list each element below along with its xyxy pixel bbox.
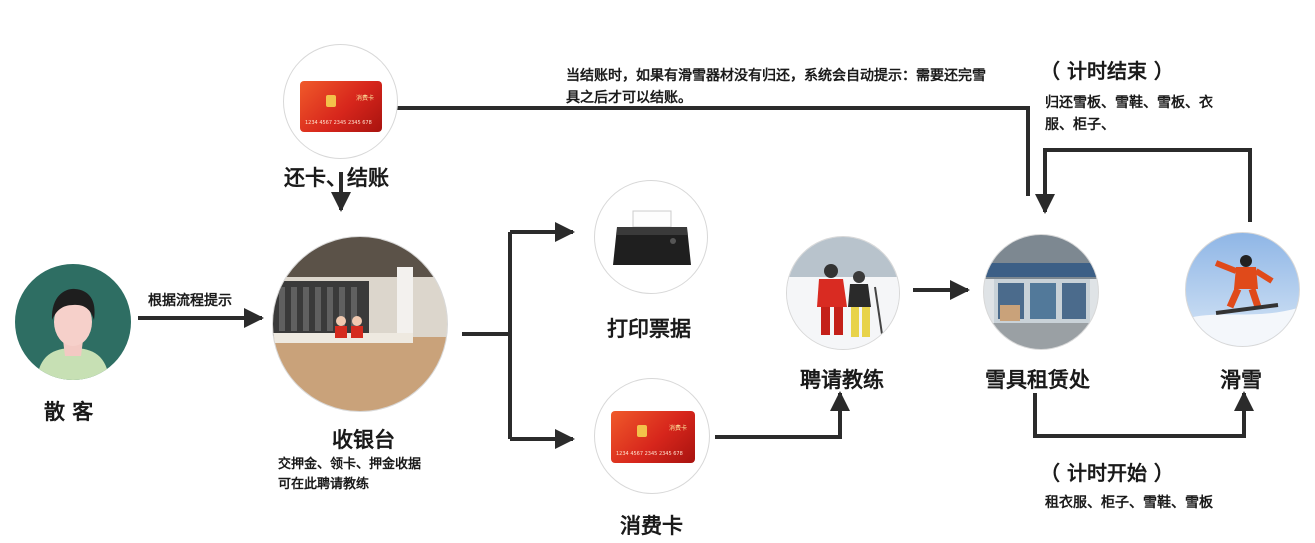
customer-avatar xyxy=(15,264,131,380)
consume-card-label: 消费卡 xyxy=(620,514,683,538)
return-card-node: 消费卡 1234 4567 2345 2345 678 xyxy=(283,44,398,159)
consume-card-image: 消费卡 1234 4567 2345 2345 678 xyxy=(611,411,695,463)
card-brand: 消费卡 xyxy=(668,425,687,432)
return-card-label: 还卡、结账 xyxy=(284,166,389,190)
card-number: 1234 4567 2345 2345 678 xyxy=(616,451,683,457)
arrow-rental-to-return xyxy=(396,106,1030,196)
rental-photo xyxy=(983,234,1099,350)
card-chip-icon xyxy=(637,425,647,437)
receipt-printer-icon xyxy=(613,210,691,265)
coach-photo xyxy=(786,236,900,350)
card-chip-icon xyxy=(326,95,336,107)
print-receipt-label: 打印票据 xyxy=(607,317,691,341)
cashier-photo xyxy=(272,236,448,412)
rental-label: 雪具租赁处 xyxy=(985,368,1090,392)
consume-card-node: 消费卡 1234 4567 2345 2345 678 xyxy=(594,378,710,494)
timer-start-note: 租衣服、柜子、雪鞋、雪板 xyxy=(1045,495,1213,511)
card-number: 1234 4567 2345 2345 678 xyxy=(305,120,372,126)
ski-label: 滑雪 xyxy=(1220,368,1262,392)
card-brand: 消费卡 xyxy=(355,95,374,102)
customer-label: 散 客 xyxy=(44,400,94,424)
checkout-warning-line2: 具之后才可以结账。 xyxy=(566,90,692,106)
consume-card-image: 消费卡 1234 4567 2345 2345 678 xyxy=(300,81,382,132)
arrow-ski-to-rental xyxy=(1035,148,1252,222)
printer-node xyxy=(594,180,708,294)
flow-hint-note: 根据流程提示 xyxy=(148,293,232,309)
cashier-detail-line2: 可在此聘请教练 xyxy=(278,477,370,492)
arrow-card-to-coach xyxy=(715,391,850,439)
arrow-cashier-branch xyxy=(462,232,512,439)
cashier-detail-line1: 交押金、领卡、押金收据 xyxy=(278,457,422,472)
ski-photo xyxy=(1185,232,1300,347)
arrow-rental-to-ski xyxy=(1033,391,1254,438)
timer-end-line1: 归还雪板、雪鞋、雪板、衣 xyxy=(1045,95,1213,111)
timer-end-line2: 服、柜子、 xyxy=(1045,117,1115,133)
cashier-label: 收银台 xyxy=(332,428,395,452)
timer-end-title: （ 计时结束 ） xyxy=(1040,59,1174,83)
cashier-detail-note: 交押金、领卡、押金收据 可在此聘请教练 xyxy=(278,455,478,495)
coach-label: 聘请教练 xyxy=(800,368,884,392)
checkout-warning-note: 当结账时，如果有滑雪器材没有归还，系统会自动提示：需要还完雪 具之后才可以结账。 xyxy=(566,65,996,109)
timer-end-note: 归还雪板、雪鞋、雪板、衣 服、柜子、 xyxy=(1045,92,1245,136)
timer-start-title: （ 计时开始 ） xyxy=(1040,461,1174,485)
checkout-warning-line1: 当结账时，如果有滑雪器材没有归还，系统会自动提示：需要还完雪 xyxy=(566,68,986,84)
